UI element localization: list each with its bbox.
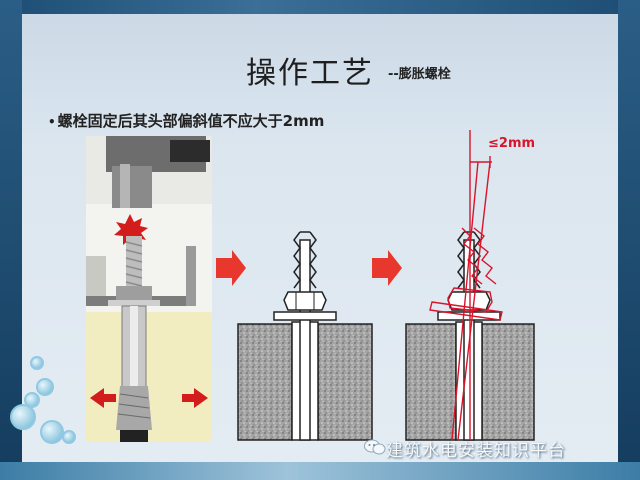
wechat-icon — [364, 439, 386, 455]
bubble-decoration — [30, 356, 44, 370]
frame-right — [618, 0, 640, 480]
arrow-right-icon — [182, 388, 208, 408]
bubble-decoration — [62, 430, 76, 444]
bullet-dot: • — [48, 115, 56, 129]
bullet-text: •螺栓固定后其头部偏斜值不应大于2mm — [48, 110, 324, 131]
page-subtitle: --膨胀螺栓 — [388, 67, 451, 82]
diagram-correct-bolt — [237, 231, 373, 441]
bubble-decoration — [36, 378, 54, 396]
bubble-decoration — [10, 404, 36, 430]
arrow-left-icon — [90, 388, 116, 408]
page-title: 操作工艺 — [246, 56, 374, 91]
frame-left — [0, 0, 22, 480]
diagram-tilted-bolt — [405, 130, 535, 441]
process-arrow-icon — [372, 250, 402, 286]
frame-top — [0, 0, 640, 14]
bullet-label: 螺栓固定后其头部偏斜值不应大于2mm — [57, 112, 325, 130]
watermark-text: 建筑水电安装知识平台 — [386, 441, 566, 461]
tolerance-label: ≤2mm — [488, 136, 536, 151]
frame-bottom — [0, 462, 640, 480]
bolt-photo — [86, 136, 212, 442]
process-arrow-icon — [216, 250, 246, 286]
